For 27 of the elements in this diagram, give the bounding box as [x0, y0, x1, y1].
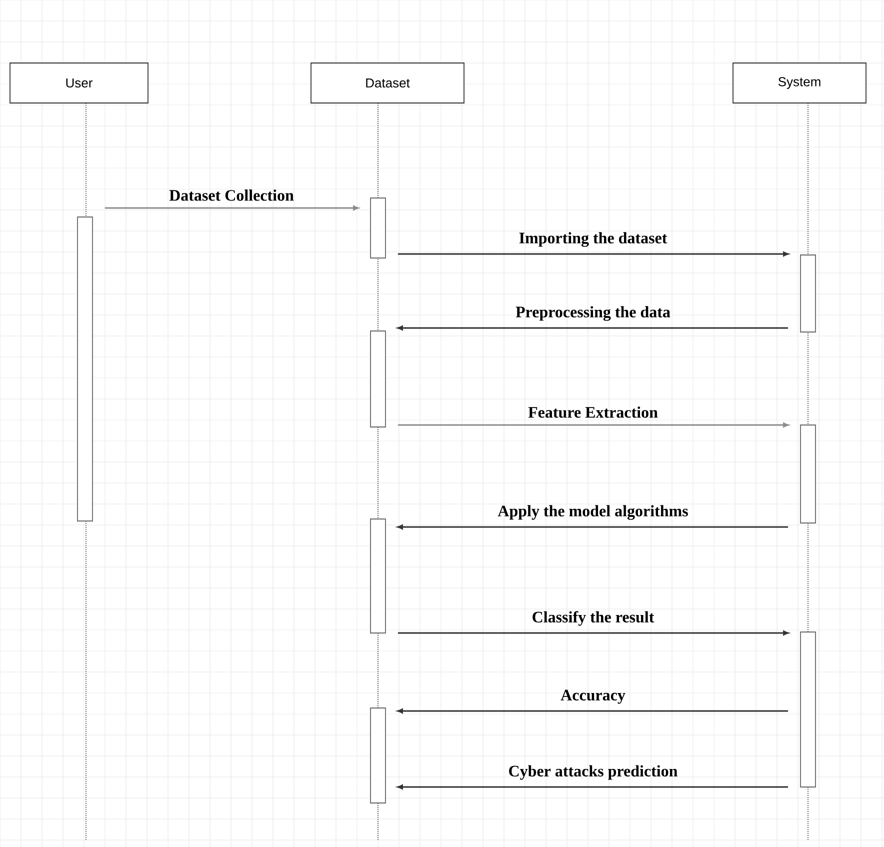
activation-bar [800, 254, 816, 332]
arrow [397, 784, 788, 790]
message-label: Dataset Collection [169, 190, 294, 201]
arrow [397, 326, 788, 330]
lifeline-header-box: Dataset [310, 62, 464, 104]
activation-bar [800, 424, 816, 524]
message-label: Classify the result [532, 611, 654, 626]
arrow [397, 708, 788, 714]
message-label: Feature Extraction [528, 406, 658, 418]
activation-bar [77, 216, 93, 522]
arrow [398, 630, 789, 636]
activation-bar [370, 518, 386, 634]
arrow [397, 524, 788, 530]
lifeline-header-box: System [732, 62, 866, 104]
arrow [398, 422, 789, 428]
message-label: Importing the dataset [519, 232, 668, 247]
message-label: Preprocessing the data [516, 306, 670, 321]
arrow [398, 252, 789, 256]
message-label: Cyber attacks prediction [509, 765, 678, 780]
message-label: Apply the model algorithms [498, 505, 688, 520]
activation-bar [370, 708, 386, 804]
arrow [104, 206, 359, 210]
message-label: Accuracy [560, 690, 626, 704]
activation-bar [800, 632, 816, 788]
activation-bar [370, 198, 386, 258]
activation-bar [370, 330, 386, 428]
lifeline-header-box: User [10, 62, 148, 104]
